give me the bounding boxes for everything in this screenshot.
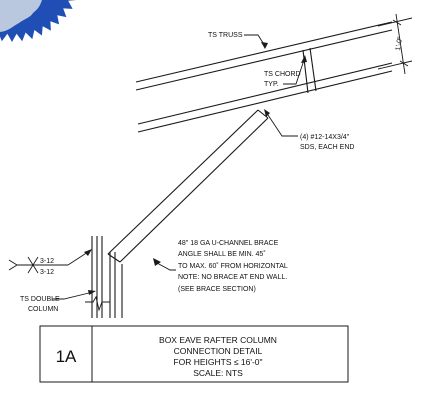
ts-truss [135,21,393,133]
truss-top-chord-upper [135,21,393,83]
title-block-frame [39,325,349,383]
detail-mark: 1A [56,347,77,366]
ts-chord-label-line1: TS CHORD [264,71,301,78]
ts-truss-arrowhead [261,42,268,49]
weld-arrowhead [84,249,92,256]
break-line [85,295,110,312]
seal-inner-field [0,0,42,32]
weld-symbol [8,251,89,274]
title-line: SCALE: NTS [193,368,243,378]
brace-note-line: NOTE: NO BRACE AT END WALL. [178,274,287,281]
title-line: CONNECTION DETAIL [174,346,263,356]
column-label-line2: COLUMN [28,306,58,313]
screws-label-line1: (4) #12-14X3/4" [300,134,350,141]
column-arrowhead [88,290,96,295]
screws-arrowhead [264,109,270,117]
dimension-label: 1'-0" [395,36,404,51]
title-line: FOR HEIGHTS ≤ 16'-0" [173,357,262,367]
title-block: 1A BOX EAVE RAFTER COLUMN CONNECTION DET… [39,325,349,383]
brace-note-line: 48" 18 GA U-CHANNEL BRACE [178,240,279,247]
ts-chord-leader [283,59,305,85]
ts-chord-arrowhead [301,55,307,63]
ts-chord-label-line2: TYP. [264,81,279,88]
truss-depth-dimension [377,13,413,75]
brace-note-line: (SEE BRACE SECTION) [178,286,256,293]
ts-double-column [91,236,123,318]
ts-truss-label: TS TRUSS [208,32,243,39]
column-leader [52,291,94,300]
brace-note-leader [156,262,176,271]
weld-size-top: 3-12 [40,258,54,265]
truss-bottom-chord-upper [137,62,393,125]
brace-note-line: ANGLE SHALL BE MIN. 45˚ [178,250,266,258]
engineer-seal [0,0,77,42]
truss-top-chord-lower [135,29,393,91]
ts-truss-leader [244,34,266,47]
brace-note: 48" 18 GA U-CHANNEL BRACE ANGLE SHALL BE… [178,240,288,293]
screws-label-line2: SDS, EACH END [300,144,354,151]
truss-bottom-chord-lower [137,70,393,133]
brace-note-arrowhead [153,258,161,266]
screws-leader [265,111,298,137]
title-line: BOX EAVE RAFTER COLUMN [159,335,277,345]
weld-size-bottom: 3-12 [40,269,54,276]
column-label-line1: TS DOUBLE [20,296,60,303]
truss-web-left [302,49,309,94]
truss-web-right [309,47,317,92]
brace-note-line: TO MAX. 60˚ FROM HORIZONTAL [178,262,288,270]
